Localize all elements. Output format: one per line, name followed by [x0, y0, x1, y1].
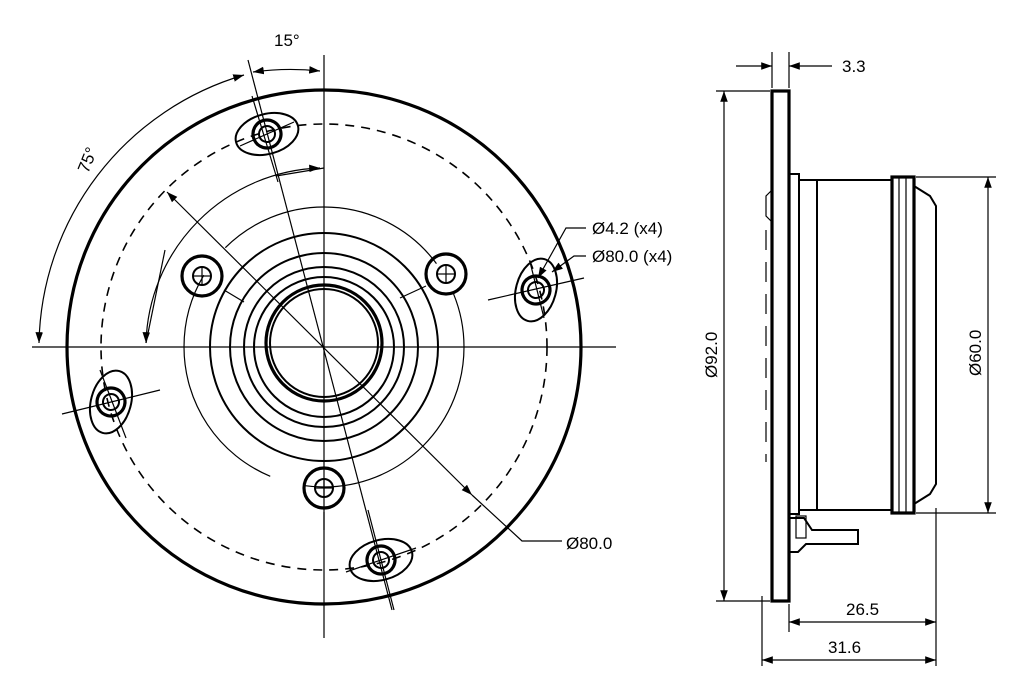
terminal-tab	[789, 517, 859, 553]
side-body-back	[913, 185, 937, 505]
side-flange	[770, 89, 791, 603]
label-body-depth: 26.5	[846, 600, 879, 619]
inner-screw-top-right	[424, 252, 468, 296]
side-view: 3.3 Ø92.0 Ø60.0 26.5 31.6	[702, 52, 996, 666]
side-body-step2	[798, 179, 818, 511]
slot-axis	[367, 509, 395, 611]
slot-axis	[239, 121, 295, 147]
bolt-circle-leader	[471, 494, 562, 542]
slot-axis	[529, 261, 545, 319]
side-body-main	[816, 179, 893, 511]
front-view: 15° 75° Ø4.2 (x4) Ø80.0 (x4) Ø80.0	[32, 31, 672, 638]
slot-axis	[61, 389, 161, 415]
tick	[399, 285, 427, 299]
inner-screw-top-left	[180, 254, 224, 298]
label-hole-diameter: Ø4.2 (x4)	[592, 219, 663, 238]
hole-leader-1	[537, 227, 586, 279]
label-total-depth: 31.6	[828, 638, 861, 657]
angle-arc-75	[35, 74, 245, 344]
label-body-diameter: Ø60.0	[966, 330, 985, 376]
mounting-slot-right	[513, 257, 559, 323]
slot-axis	[487, 277, 585, 301]
label-flange-thickness: 3.3	[842, 57, 866, 76]
label-bolt-circle: Ø80.0	[566, 534, 612, 553]
front-detail	[765, 189, 773, 223]
tick	[223, 289, 245, 303]
leader	[275, 167, 325, 177]
leader	[145, 249, 166, 344]
label-angle-15: 15°	[274, 31, 300, 50]
mounting-slot-left	[88, 369, 134, 435]
angle-arc-15	[252, 66, 321, 75]
slot-axis	[99, 369, 127, 439]
bolt-circle-diameter-line	[166, 191, 473, 496]
label-outer-diameter: Ø92.0	[702, 332, 721, 378]
hole-leader-2	[551, 255, 586, 273]
terminal-block	[795, 515, 807, 539]
label-hole-pitch: Ø80.0 (x4)	[592, 247, 672, 266]
side-body-ring	[890, 175, 916, 515]
angle-arc-inner	[142, 164, 321, 344]
label-angle-75: 75°	[74, 145, 101, 176]
